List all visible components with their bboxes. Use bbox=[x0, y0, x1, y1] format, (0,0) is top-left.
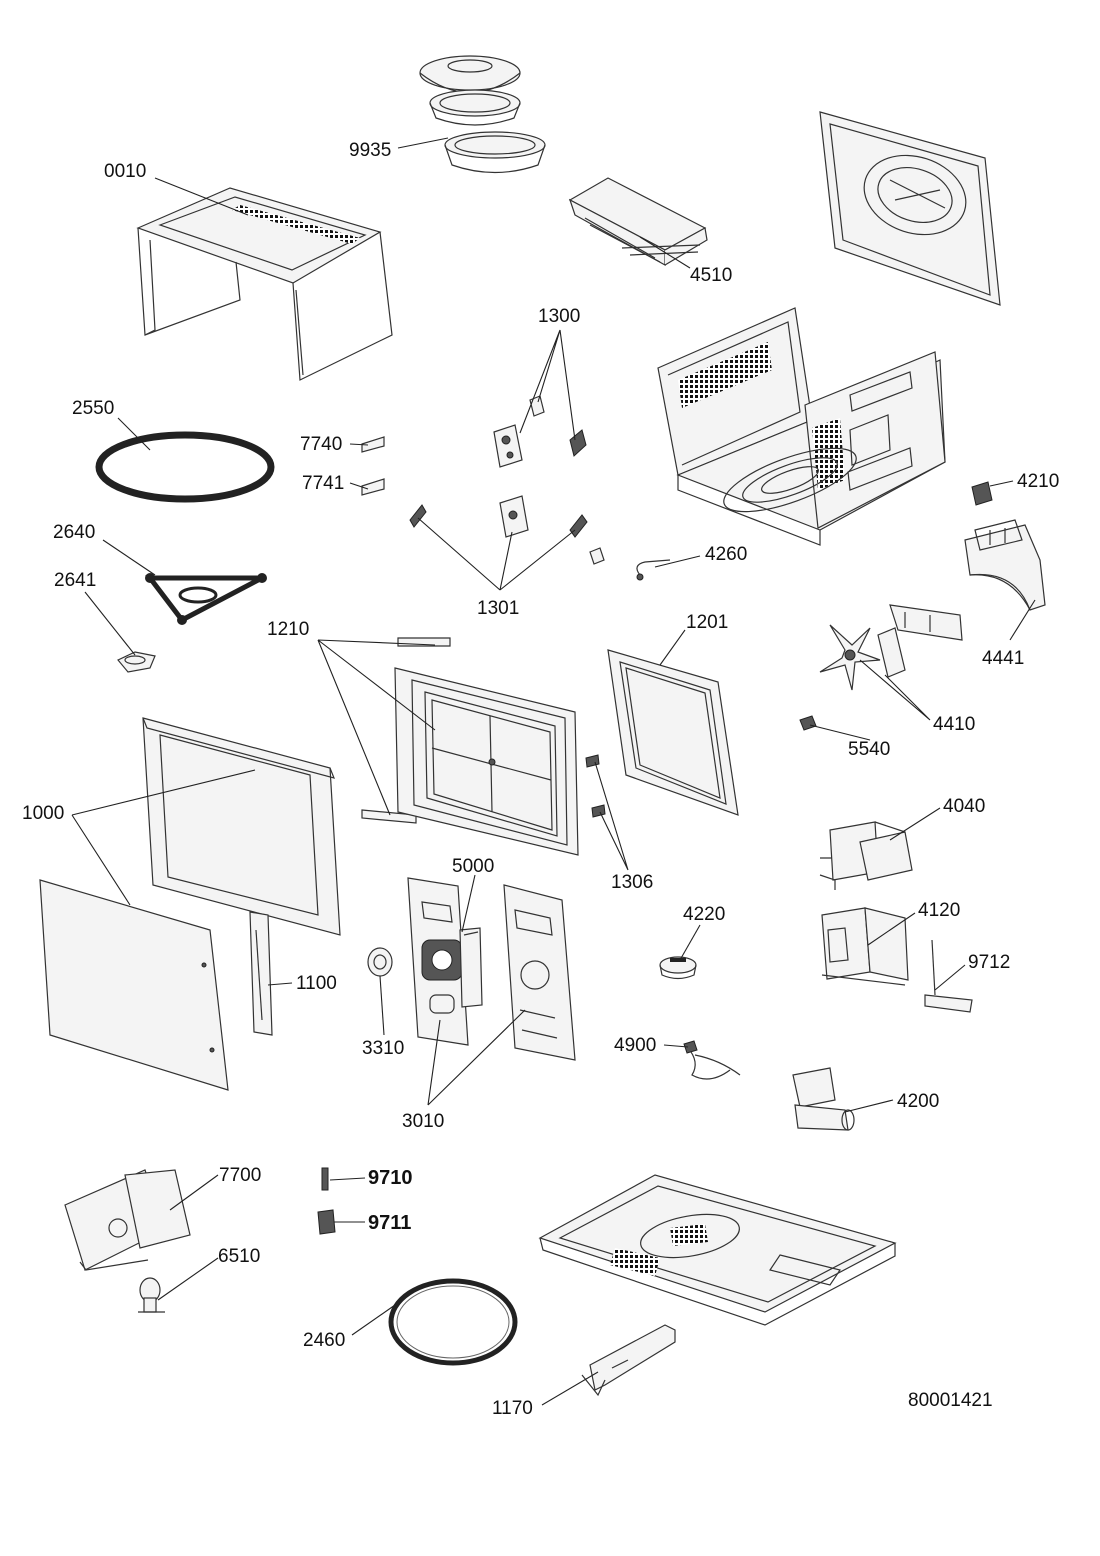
label-4410: 4410 bbox=[933, 714, 975, 735]
roller-ring-icon bbox=[95, 431, 275, 503]
control-panel-icon bbox=[407, 877, 576, 1061]
small-plate-7740 bbox=[361, 436, 385, 453]
label-3010: 3010 bbox=[402, 1111, 444, 1132]
leader-lines bbox=[71, 137, 1036, 1406]
gasket-ring-icon bbox=[388, 1278, 518, 1366]
door-assembly-icon bbox=[39, 717, 341, 1091]
label-6510: 6510 bbox=[218, 1246, 260, 1267]
base-plate-icon bbox=[538, 1174, 897, 1326]
label-4120: 4120 bbox=[918, 900, 960, 921]
label-0010: 0010 bbox=[104, 161, 146, 182]
choke-frame-icon bbox=[607, 649, 739, 816]
label-2640: 2640 bbox=[53, 522, 95, 543]
diagram-id: 80001421 bbox=[908, 1390, 993, 1411]
label-1210: 1210 bbox=[267, 619, 309, 640]
label-4441: 4441 bbox=[982, 648, 1024, 669]
label-9711: 9711 bbox=[368, 1212, 411, 1234]
part-labels: 9935 0010 4510 1300 2550 7740 7741 4210 … bbox=[22, 140, 1059, 1419]
fan-motor-icon bbox=[819, 604, 963, 691]
knob-icon bbox=[367, 947, 393, 977]
label-1306: 1306 bbox=[611, 872, 653, 893]
transformer-icon bbox=[819, 821, 913, 890]
cookware-set-icon bbox=[419, 55, 546, 174]
label-9712: 9712 bbox=[968, 952, 1010, 973]
label-1000: 1000 bbox=[22, 803, 64, 824]
label-1100: 1100 bbox=[296, 973, 337, 994]
label-2460: 2460 bbox=[303, 1330, 345, 1351]
turntable-motor-icon bbox=[659, 956, 697, 980]
door-handle-icon bbox=[249, 911, 273, 1036]
turntable-support-icon bbox=[144, 573, 267, 625]
door-frame-icon bbox=[394, 667, 579, 856]
grill-heater-icon bbox=[568, 177, 708, 267]
label-4900: 4900 bbox=[614, 1035, 656, 1056]
small-plate-7741 bbox=[361, 478, 385, 496]
label-1300: 1300 bbox=[538, 306, 580, 327]
small-bracket-icon bbox=[971, 481, 993, 506]
label-9710: 9710 bbox=[368, 1167, 413, 1189]
mounting-bracket-icon bbox=[64, 1169, 191, 1271]
power-cord-icon bbox=[581, 1324, 676, 1397]
ground-wire-icon bbox=[924, 939, 973, 1013]
fuse-holder-icon bbox=[317, 1209, 336, 1235]
oven-cavity-icon bbox=[657, 307, 946, 546]
outer-case-icon bbox=[136, 187, 393, 381]
label-7740: 7740 bbox=[300, 434, 342, 455]
label-2550: 2550 bbox=[72, 398, 114, 419]
thermal-fuse-icon bbox=[636, 559, 671, 581]
label-4210: 4210 bbox=[1017, 471, 1059, 492]
label-7741: 7741 bbox=[302, 473, 344, 494]
label-9935: 9935 bbox=[349, 140, 391, 161]
label-4200: 4200 bbox=[897, 1091, 939, 1112]
label-3310: 3310 bbox=[362, 1038, 404, 1059]
label-1201: 1201 bbox=[686, 612, 728, 633]
clip-icon bbox=[799, 715, 817, 731]
lamp-icon bbox=[138, 1277, 165, 1313]
label-4260: 4260 bbox=[705, 544, 747, 565]
label-4040: 4040 bbox=[943, 796, 985, 817]
label-5000: 5000 bbox=[452, 856, 494, 877]
label-2641: 2641 bbox=[54, 570, 96, 591]
label-4510: 4510 bbox=[690, 265, 732, 286]
magnetron-icon bbox=[821, 907, 909, 986]
label-5540: 5540 bbox=[848, 739, 890, 760]
air-duct-icon bbox=[964, 519, 1046, 611]
side-panel-icon bbox=[819, 111, 1001, 306]
label-7700: 7700 bbox=[219, 1165, 261, 1186]
coupler-icon bbox=[117, 651, 156, 673]
label-4220: 4220 bbox=[683, 904, 725, 925]
pcb-icon bbox=[463, 931, 479, 936]
label-1301: 1301 bbox=[477, 598, 519, 619]
label-1170: 1170 bbox=[492, 1398, 533, 1419]
capacitor-icon bbox=[792, 1067, 855, 1131]
microswitch-icon bbox=[409, 495, 605, 565]
door-switch-icon bbox=[493, 395, 587, 468]
fuse-icon bbox=[321, 1167, 329, 1191]
wire-harness-icon bbox=[683, 1040, 741, 1080]
